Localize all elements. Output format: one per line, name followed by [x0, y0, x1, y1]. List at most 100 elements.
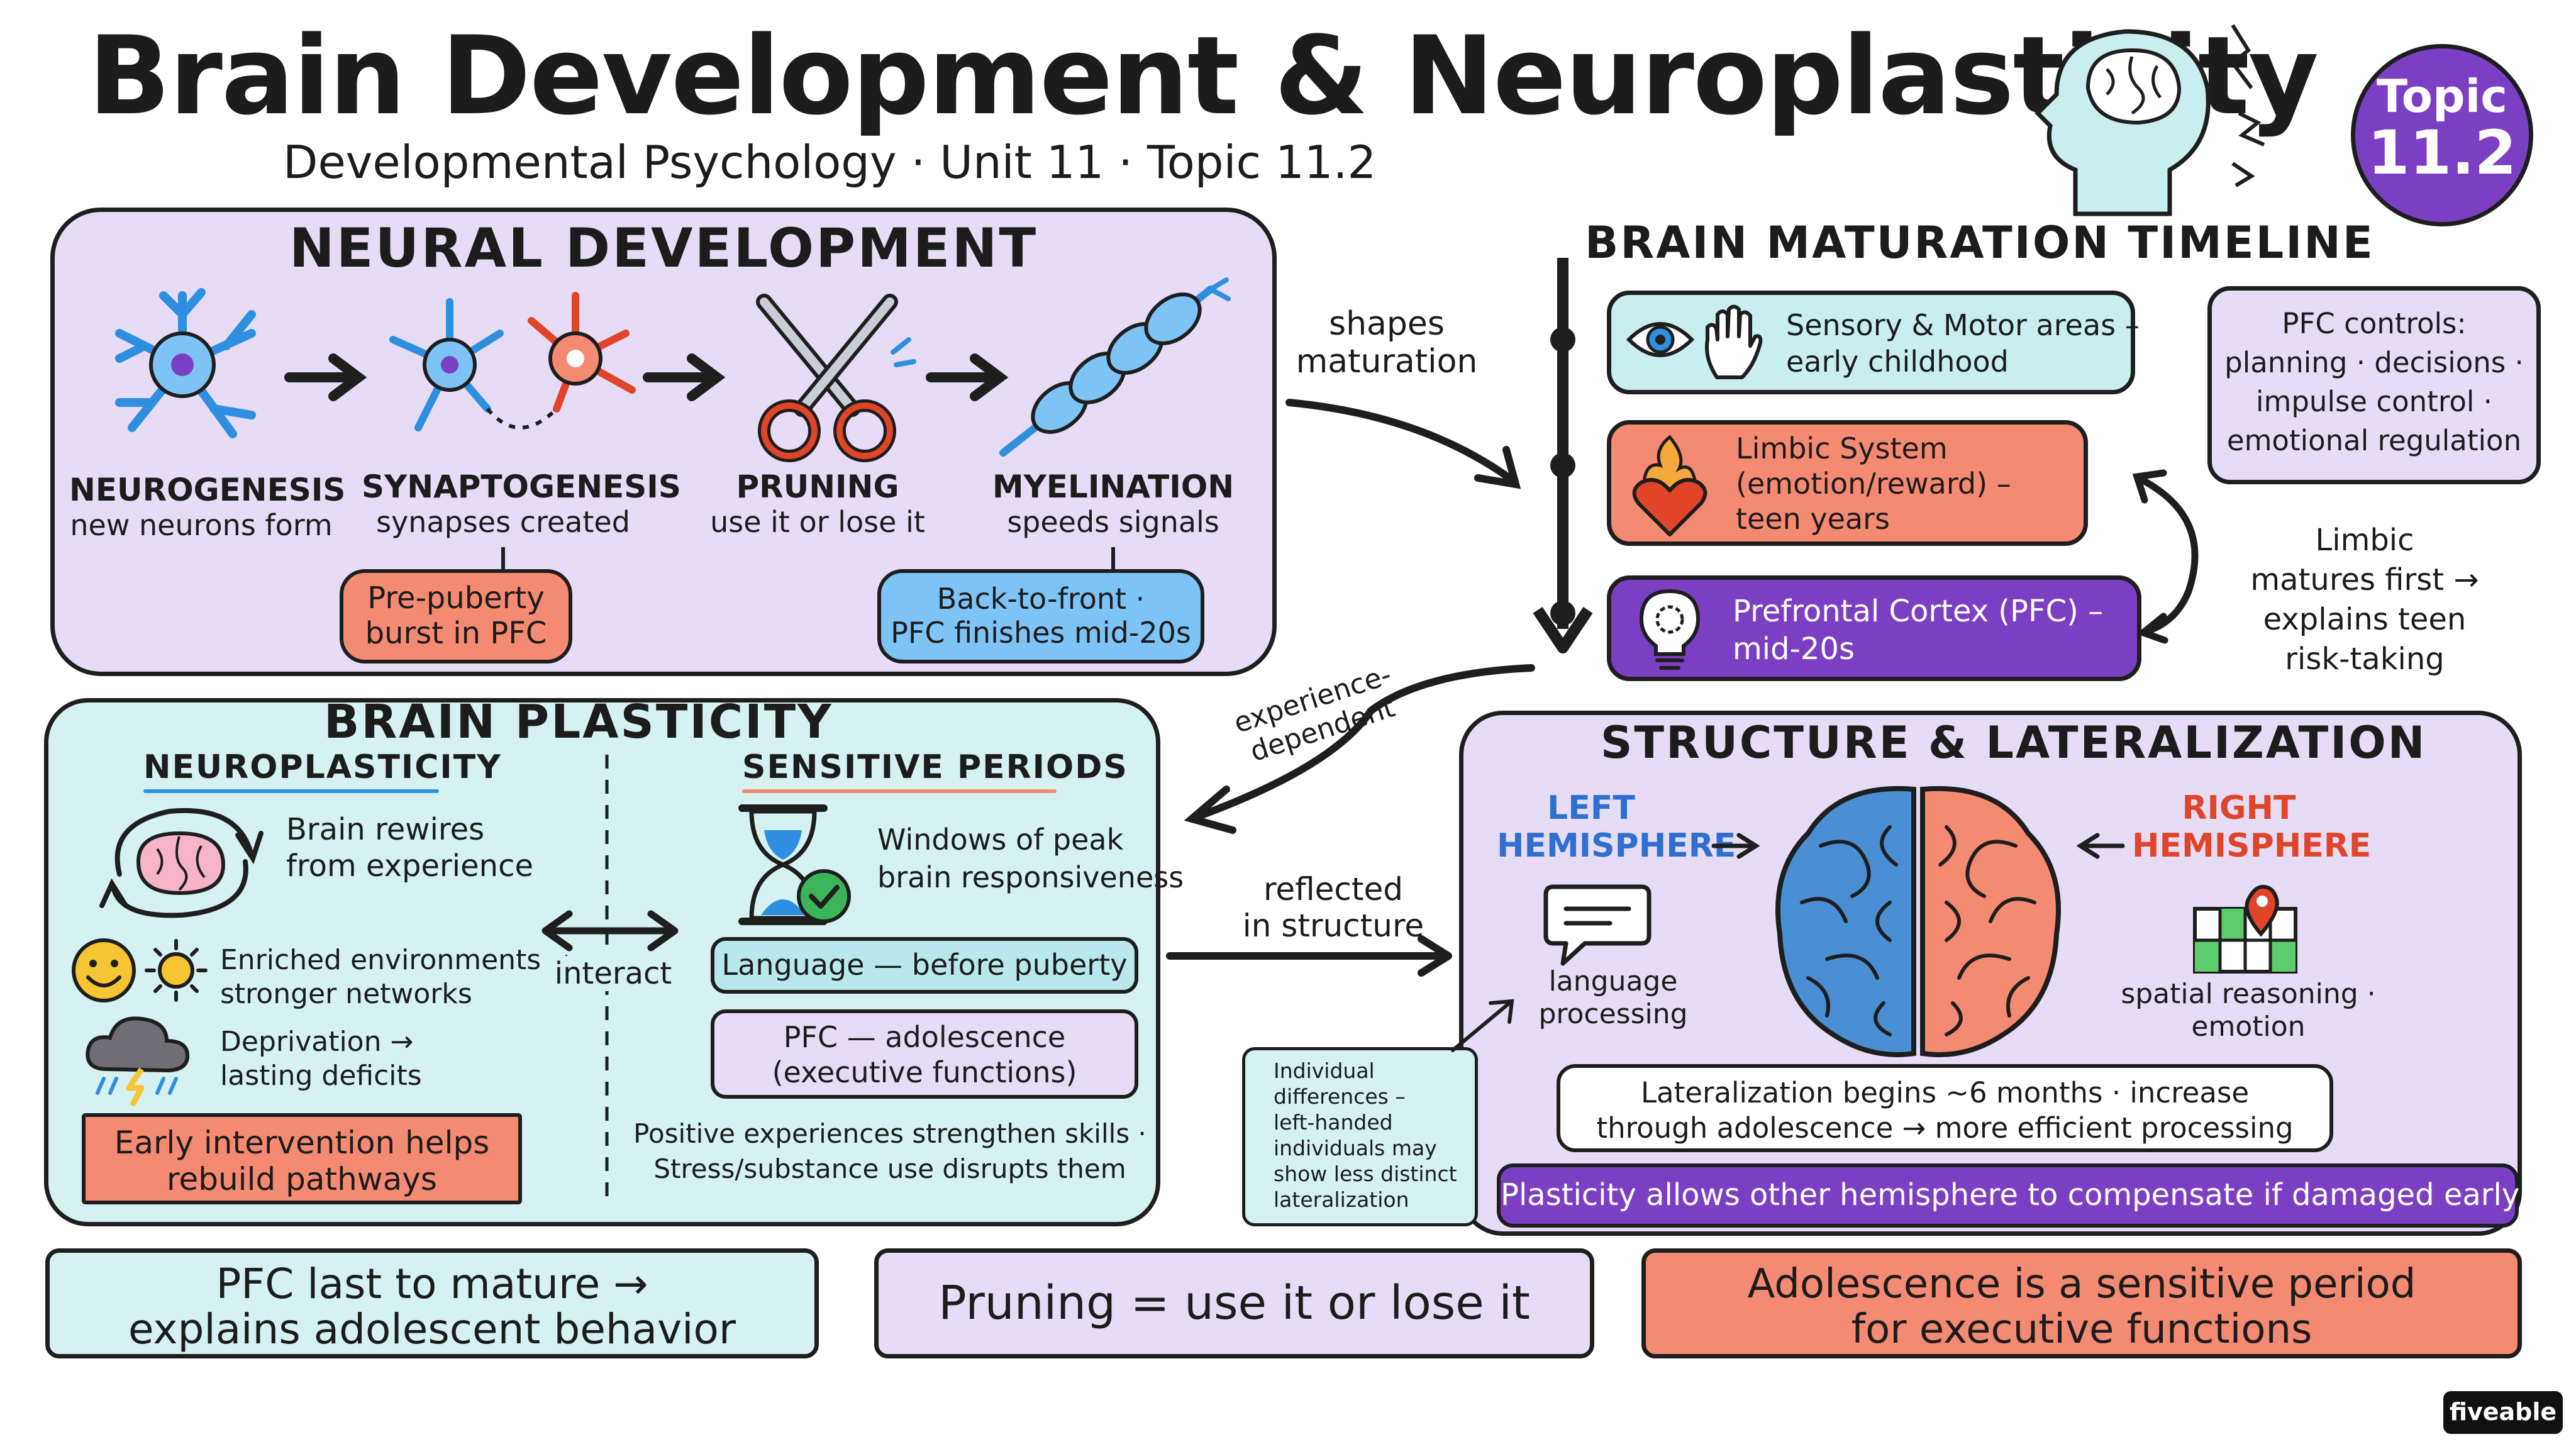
- sensitive-periods-subheading: SENSITIVE PERIODS: [742, 748, 1128, 786]
- label-line: in structure: [1242, 908, 1424, 944]
- text-line: Brain rewires: [286, 812, 485, 847]
- text-line: brain responsiveness: [877, 860, 1184, 894]
- curved-double-arrow: [2132, 469, 2199, 644]
- note-line: Limbic: [2315, 523, 2414, 558]
- stage-neurogenesis: NEUROGENESIS new neurons form: [69, 472, 346, 542]
- text-line: Stress/substance use disrupts them: [653, 1153, 1126, 1184]
- takeaway-adolescence: Adolescence is a sensitive period for ex…: [1641, 1248, 2522, 1358]
- stage-desc: speeds signals: [1007, 505, 1219, 539]
- text-line: Windows of peak: [877, 823, 1124, 857]
- brain-cycle-icon: [99, 808, 264, 918]
- note-line: differences –: [1274, 1084, 1406, 1109]
- curved-arrow: [1184, 664, 1535, 834]
- note-pre-puberty: Pre-puberty burst in PFC: [340, 569, 572, 663]
- topic-badge-label: Topic: [2377, 70, 2507, 123]
- stage-title: SYNAPTOGENESIS: [362, 469, 681, 505]
- sensitive-periods-underline: [742, 789, 1057, 793]
- spatial-reasoning-text: spatial reasoning · emotion: [2113, 978, 2384, 1043]
- hand-icon: [1705, 304, 1763, 379]
- note-line: PFC — adolescence: [783, 1020, 1066, 1054]
- label-reflected-in-structure: reflected in structure: [1223, 871, 1443, 944]
- scissors-icon: [756, 294, 916, 462]
- note-line: emotional regulation: [2226, 424, 2522, 457]
- stage-desc: use it or lose it: [710, 505, 925, 539]
- arrow-icon: [2076, 833, 2125, 859]
- label-shapes-maturation: shapes maturation: [1283, 305, 1491, 380]
- note-line: (executive functions): [772, 1055, 1077, 1089]
- pfc-controls-note: PFC controls: planning · decisions · imp…: [2207, 286, 2541, 484]
- pointer-arrow: [1451, 999, 1514, 1052]
- arrow-icon: [284, 353, 367, 401]
- stage-title: NEUROGENESIS: [69, 472, 346, 508]
- label-line: HEMISPHERE: [1497, 827, 1736, 865]
- straight-arrow: [1166, 935, 1452, 977]
- stage-myelination: MYELINATION speeds signals: [981, 469, 1245, 539]
- text-line: from experience: [286, 848, 533, 884]
- page-title: Brain Development & Neuroplasticity: [88, 13, 2319, 139]
- map-pin-icon: [2193, 884, 2297, 974]
- takeaway-line: explains adolescent behavior: [128, 1305, 736, 1353]
- text-line: processing: [1538, 998, 1688, 1030]
- label-line: LEFT: [1547, 789, 1635, 827]
- arrow-icon: [1711, 833, 1760, 859]
- timeline-item-sensory: [1607, 291, 2135, 394]
- myelinated-axon-icon: [999, 277, 1231, 457]
- timeline-line: mid-20s: [1733, 631, 1855, 667]
- eye-icon: [1626, 322, 1695, 357]
- timeline-axis: [1533, 258, 1593, 653]
- label-line: RIGHT: [2182, 789, 2296, 827]
- arrow-icon: [643, 353, 726, 401]
- note-line: impulse control ·: [2256, 385, 2492, 418]
- sun-icon: [145, 939, 208, 1002]
- note-line: individuals may: [1274, 1136, 1437, 1160]
- stage-desc: synapses created: [376, 505, 630, 539]
- neuroplasticity-subheading: NEUROPLASTICITY: [143, 748, 502, 786]
- timeline-line: (emotion/reward) –: [1736, 467, 2011, 501]
- note-back-to-front: Back-to-front · PFC finishes mid-20s: [877, 569, 1204, 663]
- neuron-icon: [115, 288, 256, 438]
- curved-arrow: [1285, 399, 1521, 489]
- topic-badge: Topic 11.2: [2351, 44, 2533, 226]
- stage-pruning: PRUNING use it or lose it: [695, 469, 940, 539]
- note-line: through adolescence → more efficient pro…: [1596, 1111, 2294, 1145]
- pfc-period-box: PFC — adolescence (executive functions): [711, 1009, 1138, 1099]
- plasticity-compensate-note: Plasticity allows other hemisphere to co…: [1497, 1163, 2519, 1228]
- arrow-icon: [926, 353, 1009, 401]
- note-line: planning · decisions ·: [2224, 346, 2524, 379]
- timeline-item-limbic-text: Limbic System (emotion/reward) – teen ye…: [1736, 431, 2011, 536]
- label-line: shapes: [1328, 305, 1445, 343]
- timeline-item-sensory-text: Sensory & Motor areas – early childhood: [1786, 307, 2140, 380]
- head-brain-icon: [2035, 24, 2265, 216]
- synapse-neurons-icon: [389, 292, 636, 431]
- left-hemisphere-label: LEFT HEMISPHERE: [1497, 789, 1736, 865]
- label-line: maturation: [1296, 343, 1478, 380]
- note-line: risk-taking: [2285, 641, 2445, 677]
- brain-plasticity-heading: BRAIN PLASTICITY: [324, 695, 833, 749]
- language-processing-text: language processing: [1509, 965, 1717, 1031]
- neuroplasticity-underline: [143, 789, 439, 793]
- connector-line: [501, 547, 505, 572]
- stage-synaptogenesis: SYNAPTOGENESIS synapses created: [362, 469, 681, 539]
- limbic-first-note: Limbic matures first → explains teen ris…: [2239, 521, 2490, 679]
- text-line: stronger networks: [220, 978, 472, 1010]
- takeaway-pfc: PFC last to mature → explains adolescent…: [45, 1248, 819, 1358]
- text-line: emotion: [2191, 1011, 2306, 1043]
- hourglass-check-icon: [738, 804, 851, 925]
- text-line: Deprivation →: [220, 1026, 414, 1058]
- stage-title: MYELINATION: [992, 469, 1235, 505]
- individual-differences-note: Individual differences – left-handed ind…: [1242, 1047, 1478, 1226]
- interact-label: interact: [541, 956, 686, 991]
- rewires-text: Brain rewires from experience: [286, 811, 533, 884]
- right-hemisphere-label: RIGHT HEMISPHERE: [2132, 789, 2371, 865]
- note-line: matures first →: [2250, 562, 2479, 597]
- timeline-line: Prefrontal Cortex (PFC) –: [1733, 594, 2104, 629]
- positive-experiences-text: Positive experiences strengthen skills ·…: [629, 1116, 1151, 1187]
- double-arrow: [541, 910, 679, 952]
- note-line: PFC finishes mid-20s: [891, 616, 1191, 650]
- stage-title: PRUNING: [736, 469, 899, 505]
- text-line: lasting deficits: [220, 1060, 422, 1092]
- note-line: PFC controls:: [2282, 307, 2467, 340]
- enriched-text: Enriched environments → stronger network…: [220, 943, 573, 1011]
- note-line: burst in PFC: [365, 616, 547, 651]
- brand-logo: fiveable: [2443, 1391, 2563, 1434]
